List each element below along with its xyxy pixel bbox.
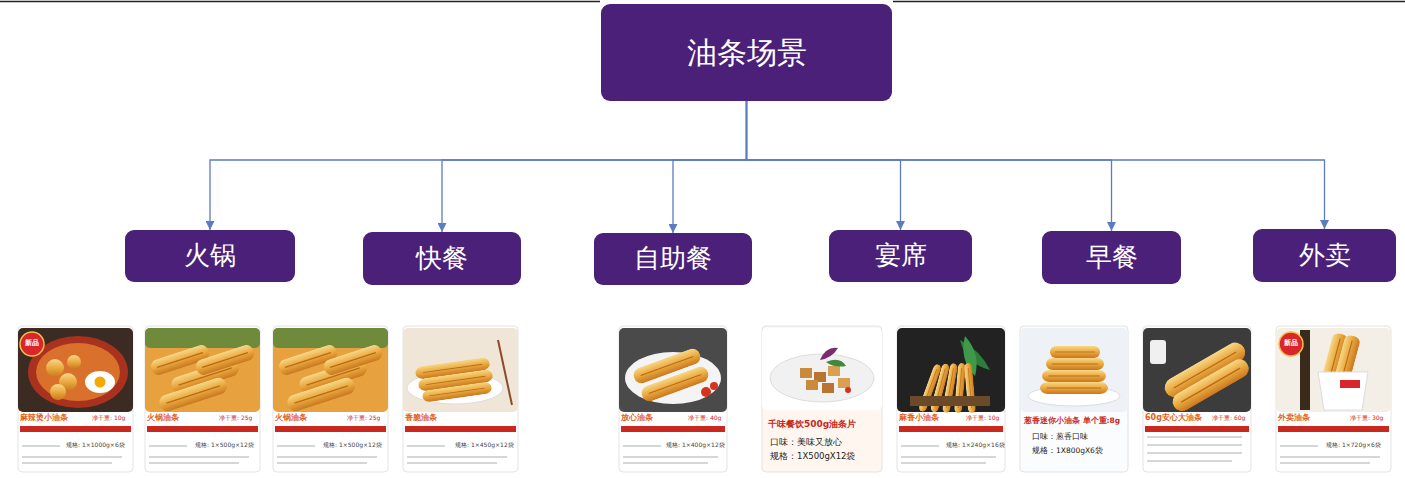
scene-box: 火锅 — [125, 230, 295, 282]
root-box: 油条场景 — [601, 4, 892, 101]
scene-box: 外卖 — [1253, 229, 1396, 282]
card-frames — [18, 326, 1391, 472]
node-label: 油条场景 — [687, 35, 807, 71]
spec-text: 规格: 1×500g×12袋 — [195, 441, 254, 448]
product-name: 火锅油条 — [275, 413, 307, 423]
card-strips — [20, 426, 1389, 464]
card-photo — [1020, 328, 1128, 412]
spec-text: 规格: 1×1000g×6袋 — [66, 441, 125, 448]
flavor-text: 口味：葱香口味 — [1032, 432, 1088, 441]
card-photo — [1143, 328, 1252, 415]
card-photo — [619, 328, 727, 412]
connector-arrow — [747, 101, 1112, 231]
card-photo — [145, 328, 260, 413]
badge-text: 新品 — [1281, 339, 1301, 347]
scene-box: 快餐 — [363, 232, 521, 285]
net-weight: 净干重: 25g — [219, 414, 252, 421]
connector-arrow — [442, 101, 747, 232]
node-label: 火锅 — [184, 240, 236, 271]
net-weight: 净干重: 40g — [688, 414, 721, 421]
connector-arrow — [747, 101, 901, 230]
product-name: 外卖油条 — [1278, 413, 1310, 423]
badge-text: 新品 — [22, 339, 42, 347]
spec-text: 规格: 1×450g×12袋 — [455, 441, 514, 448]
spec-text: 规格：1X800gX6袋 — [1032, 446, 1103, 455]
card-photo — [762, 328, 882, 410]
top-rule — [0, 1, 600, 3]
node-label: 早餐 — [1086, 242, 1138, 273]
product-name: 葱香迷你小油条 单个重:8g — [1024, 416, 1120, 425]
card-photo — [18, 328, 133, 412]
spec-text: 规格：1X500gX12袋 — [770, 451, 856, 461]
connector-arrow — [210, 101, 747, 230]
card-photo — [897, 328, 1005, 413]
net-weight: 净干重: 10g — [92, 414, 125, 421]
product-name: 放心油条 — [621, 413, 653, 423]
connector-arrow — [673, 101, 747, 233]
node-label: 宴席 — [875, 240, 927, 271]
node-label: 外卖 — [1299, 240, 1351, 271]
product-name: 麻香小油条 — [899, 413, 939, 423]
scene-box: 自助餐 — [594, 233, 752, 285]
spec-text: 规格: 1×400g×12袋 — [666, 441, 725, 448]
net-weight: 净干重: 60g — [1212, 414, 1245, 421]
spec-text: 规格: 1×720g×6袋 — [1326, 441, 1381, 448]
flavor-text: 口味：美味又放心 — [770, 437, 842, 447]
top-rule — [893, 1, 1405, 3]
spec-text: 规格: 1×500g×12袋 — [323, 441, 382, 448]
card-photo — [1276, 328, 1391, 412]
product-name: 香脆油条 — [405, 413, 437, 423]
product-name: 千味餐饮500g油条片 — [768, 419, 856, 430]
product-name: 麻辣烫小油条 — [20, 413, 68, 423]
scene-box: 早餐 — [1042, 231, 1181, 284]
card-photo — [273, 328, 388, 413]
node-label: 快餐 — [416, 243, 468, 274]
net-weight: 净干重: 25g — [347, 414, 380, 421]
product-name: 60g安心大油条 — [1145, 413, 1202, 423]
net-weight: 净干重: 30g — [1350, 414, 1383, 421]
product-name: 火锅油条 — [147, 413, 179, 423]
scene-box: 宴席 — [829, 230, 972, 282]
connector-arrow — [747, 101, 1325, 229]
net-weight: 净干重: 10g — [966, 414, 999, 421]
node-label: 自助餐 — [634, 243, 712, 274]
card-photo — [403, 328, 518, 412]
spec-text: 规格: 1×240g×16袋 — [946, 441, 1005, 448]
